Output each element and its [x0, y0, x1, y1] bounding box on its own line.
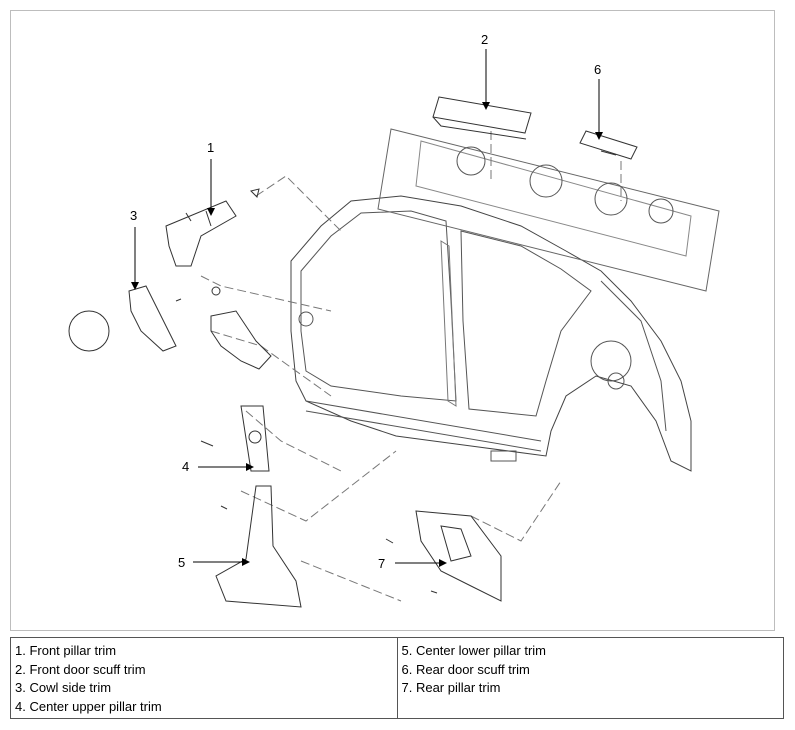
center-pillar-trims — [200, 405, 302, 608]
callout-3-label: 3 — [130, 208, 138, 223]
cowl-side-trim — [68, 285, 272, 370]
parts-legend-table: 1. Front pillar trim 2. Front door scuff… — [10, 637, 784, 719]
body-side-panel — [290, 195, 692, 472]
diagram-drawing — [68, 49, 720, 608]
legend-item-3: 3. Cowl side trim — [15, 680, 112, 695]
legend-item-4: 4. Center upper pillar trim — [15, 698, 162, 714]
rear-door-scuff-trim — [579, 130, 638, 160]
front-pillar-trim — [165, 188, 260, 267]
legend-item-1: 1. Front pillar trim — [15, 643, 117, 658]
callout-1-label: 1 — [207, 140, 215, 155]
legend-column-right: 5. Center lower pillar trim 6. Rear door… — [396, 637, 784, 719]
legend-item-6: 6. Rear door scuff trim — [401, 661, 530, 677]
legend-column-left: 1. Front pillar trim 2. Front door scuff… — [10, 637, 398, 719]
callout-7-label: 7 — [378, 556, 386, 571]
legend-item-5: 5. Center lower pillar trim — [401, 643, 547, 658]
callout-arrows — [131, 49, 603, 567]
callout-2-label: 2 — [481, 32, 489, 47]
parts-diagram: 1 2 3 4 5 6 7 — [10, 10, 775, 631]
legend-item-7: 7. Rear pillar trim — [401, 680, 501, 695]
front-door-scuff-trim — [432, 96, 532, 140]
guide-lines — [200, 131, 622, 602]
callout-5-label: 5 — [178, 555, 186, 570]
roof-rail-panel — [377, 128, 720, 292]
legend-item-2: 2. Front door scuff trim — [15, 661, 146, 677]
rear-pillar-trim — [385, 510, 502, 602]
callout-6-label: 6 — [594, 62, 602, 77]
callout-4-label: 4 — [182, 459, 190, 474]
